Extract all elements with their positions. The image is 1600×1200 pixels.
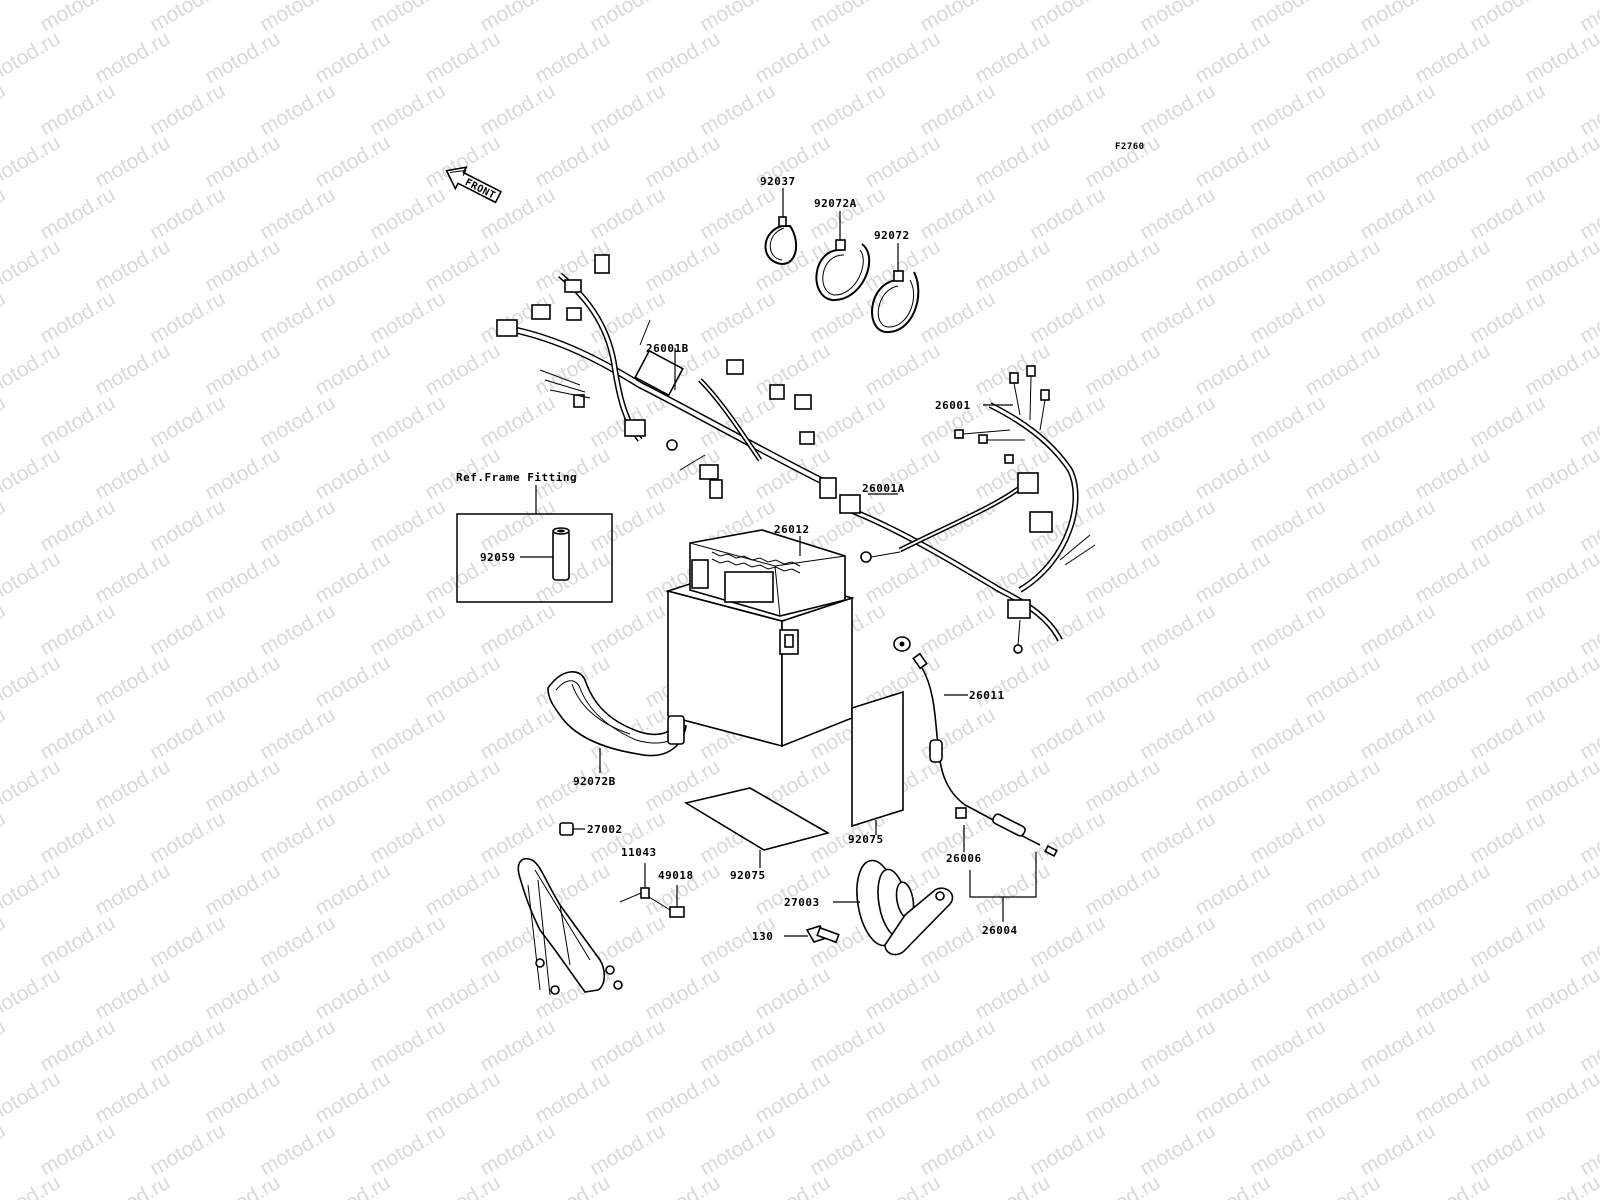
clamp-92072a-icon [815,239,871,302]
label-27003: 27003 [784,896,820,909]
label-92072: 92072 [874,229,910,242]
label-11043: 11043 [621,846,657,859]
main-harness-26001b [496,254,837,499]
clamp-92072-icon [871,270,920,334]
front-arrow-icon: FRONT [445,166,503,204]
sub-harness-26001 [954,365,1079,593]
label-27002: 27002 [587,823,623,836]
battery-26012-icon [665,529,855,748]
label-26001a: 26001A [862,482,905,495]
harness-26001a [839,472,1096,654]
label-92072a: 92072A [814,197,857,210]
label-92059: 92059 [480,551,516,564]
label-26011: 26011 [969,689,1005,702]
bolt-130-icon [805,925,840,944]
pad-92075-upper-icon [851,690,904,828]
label-26001: 26001 [935,399,971,412]
label-92075-lower: 92075 [730,869,766,882]
label-26004: 26004 [982,924,1018,937]
battery-strap-92072b-icon [547,671,687,757]
clamp-92037-icon [764,216,798,266]
horn-27003-icon [856,859,954,956]
label-130: 130 [752,930,773,943]
label-92037: 92037 [760,175,796,188]
label-92075-upper: 92075 [848,833,884,846]
ref-frame-fitting-box [456,513,613,603]
label-26012: 26012 [774,523,810,536]
label-49018: 49018 [658,869,694,882]
collar-92059-icon [552,527,570,581]
label-26006: 26006 [946,852,982,865]
label-26001b: 26001B [646,342,689,355]
pad-92075-lower-icon [683,787,831,851]
ref-box-title: Ref.Frame Fitting [456,471,577,484]
figure-code: F2760 [1115,142,1145,152]
frame-section-icon [517,822,685,996]
label-92072b: 92072B [573,775,616,788]
battery-cable-26011-icon [893,636,1058,858]
